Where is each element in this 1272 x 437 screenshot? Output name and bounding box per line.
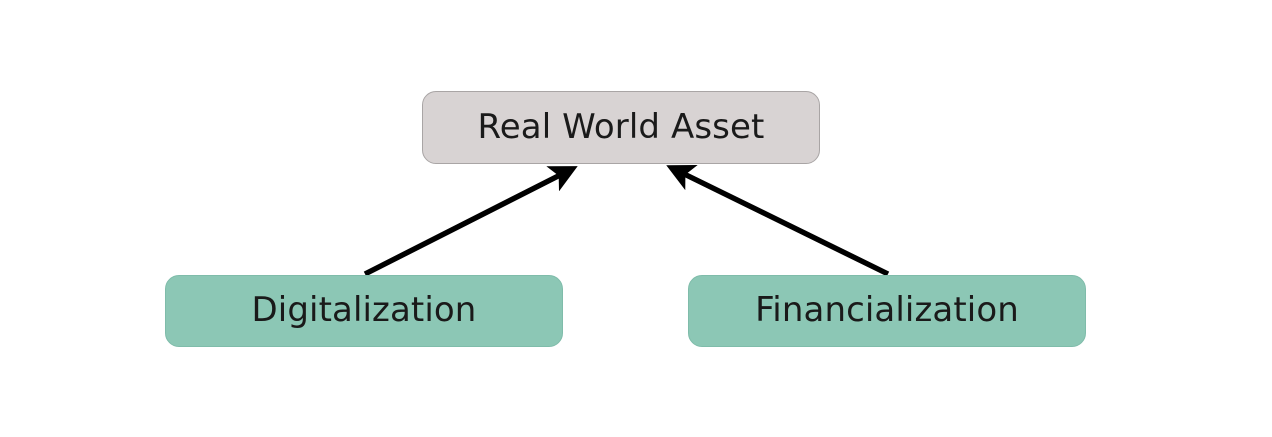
node-digitalization[interactable]: Digitalization <box>165 275 563 347</box>
edge-digitalization-to-real-world-asset <box>363 166 578 277</box>
node-real-world-asset[interactable]: Real World Asset <box>422 91 820 164</box>
node-financialization[interactable]: Financialization <box>688 275 1086 347</box>
node-real-world-asset-label: Real World Asset <box>477 106 765 147</box>
edge-financialization-to-real-world-asset <box>666 164 890 277</box>
node-digitalization-label: Digitalization <box>251 290 477 331</box>
node-financialization-label: Financialization <box>755 290 1019 331</box>
